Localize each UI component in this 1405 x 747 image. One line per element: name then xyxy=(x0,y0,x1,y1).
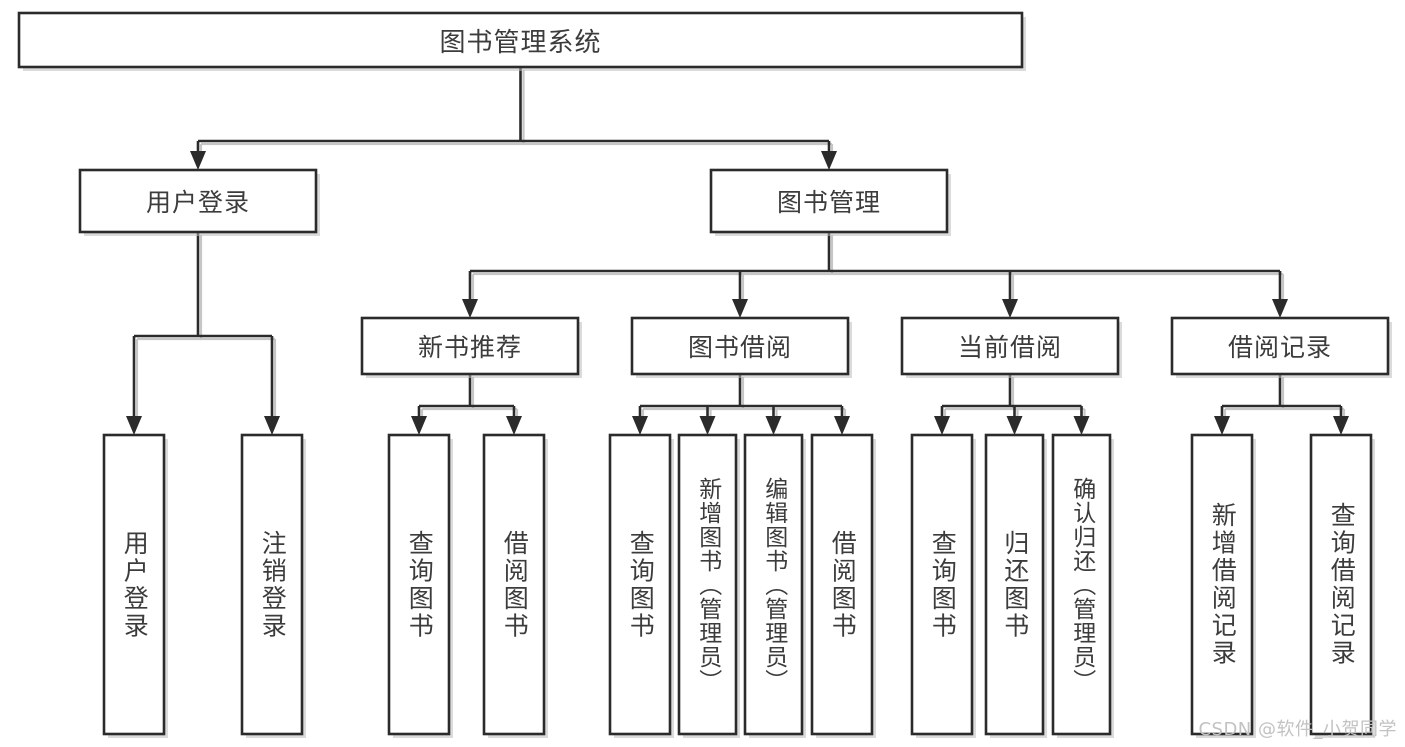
arrow-to-new-book-recommend xyxy=(462,299,478,318)
arrow-to-logout xyxy=(264,416,280,435)
node-new-book-recommend-box[interactable] xyxy=(360,316,580,376)
node-borrow-records-box[interactable] xyxy=(1170,316,1390,376)
arrow-to-return-book xyxy=(1006,416,1023,435)
arrow-to-login xyxy=(126,416,142,435)
arrow-to-borrow-book-2 xyxy=(834,416,850,435)
arrow-to-query-record xyxy=(1333,416,1349,435)
arrow-to-user-login xyxy=(190,151,206,170)
arrow-to-query-book-3 xyxy=(934,416,950,435)
arrow-to-edit-book xyxy=(765,416,782,435)
node-query-book-3-box[interactable] xyxy=(910,433,974,736)
arrow-to-query-book-2 xyxy=(632,416,648,435)
node-book-management-box[interactable] xyxy=(709,168,949,234)
node-add-book-box[interactable] xyxy=(677,433,738,736)
node-add-record-box[interactable] xyxy=(1190,433,1254,736)
node-query-record-box[interactable] xyxy=(1309,433,1373,736)
node-root-box[interactable] xyxy=(17,11,1024,69)
arrow-to-confirm-return xyxy=(1073,416,1090,435)
arrow-to-book-management xyxy=(821,151,837,170)
arrow-to-add-book xyxy=(699,416,716,435)
node-confirm-return-box[interactable] xyxy=(1051,433,1112,736)
connector-layer xyxy=(126,67,1349,435)
node-return-book-box[interactable] xyxy=(984,433,1045,736)
arrow-to-current-borrow xyxy=(1002,299,1018,318)
node-book-borrow-box[interactable] xyxy=(630,316,850,376)
arrow-to-book-borrow xyxy=(732,299,748,318)
node-query-book-2-box[interactable] xyxy=(608,433,672,736)
node-current-borrow-box[interactable] xyxy=(900,316,1120,376)
node-user-login-box[interactable] xyxy=(78,168,318,234)
arrow-to-borrow-book-1 xyxy=(506,416,522,435)
node-borrow-book-2-box[interactable] xyxy=(810,433,874,736)
node-login-box[interactable] xyxy=(102,433,166,736)
box-layer xyxy=(17,11,1392,738)
node-edit-book-box[interactable] xyxy=(743,433,804,736)
arrow-to-add-record xyxy=(1214,416,1230,435)
arrow-to-query-book-1 xyxy=(411,416,427,435)
arrow-to-borrow-records xyxy=(1272,299,1288,318)
node-logout-box[interactable] xyxy=(240,433,304,736)
node-borrow-book-1-box[interactable] xyxy=(482,433,546,736)
node-query-book-1-box[interactable] xyxy=(387,433,451,736)
